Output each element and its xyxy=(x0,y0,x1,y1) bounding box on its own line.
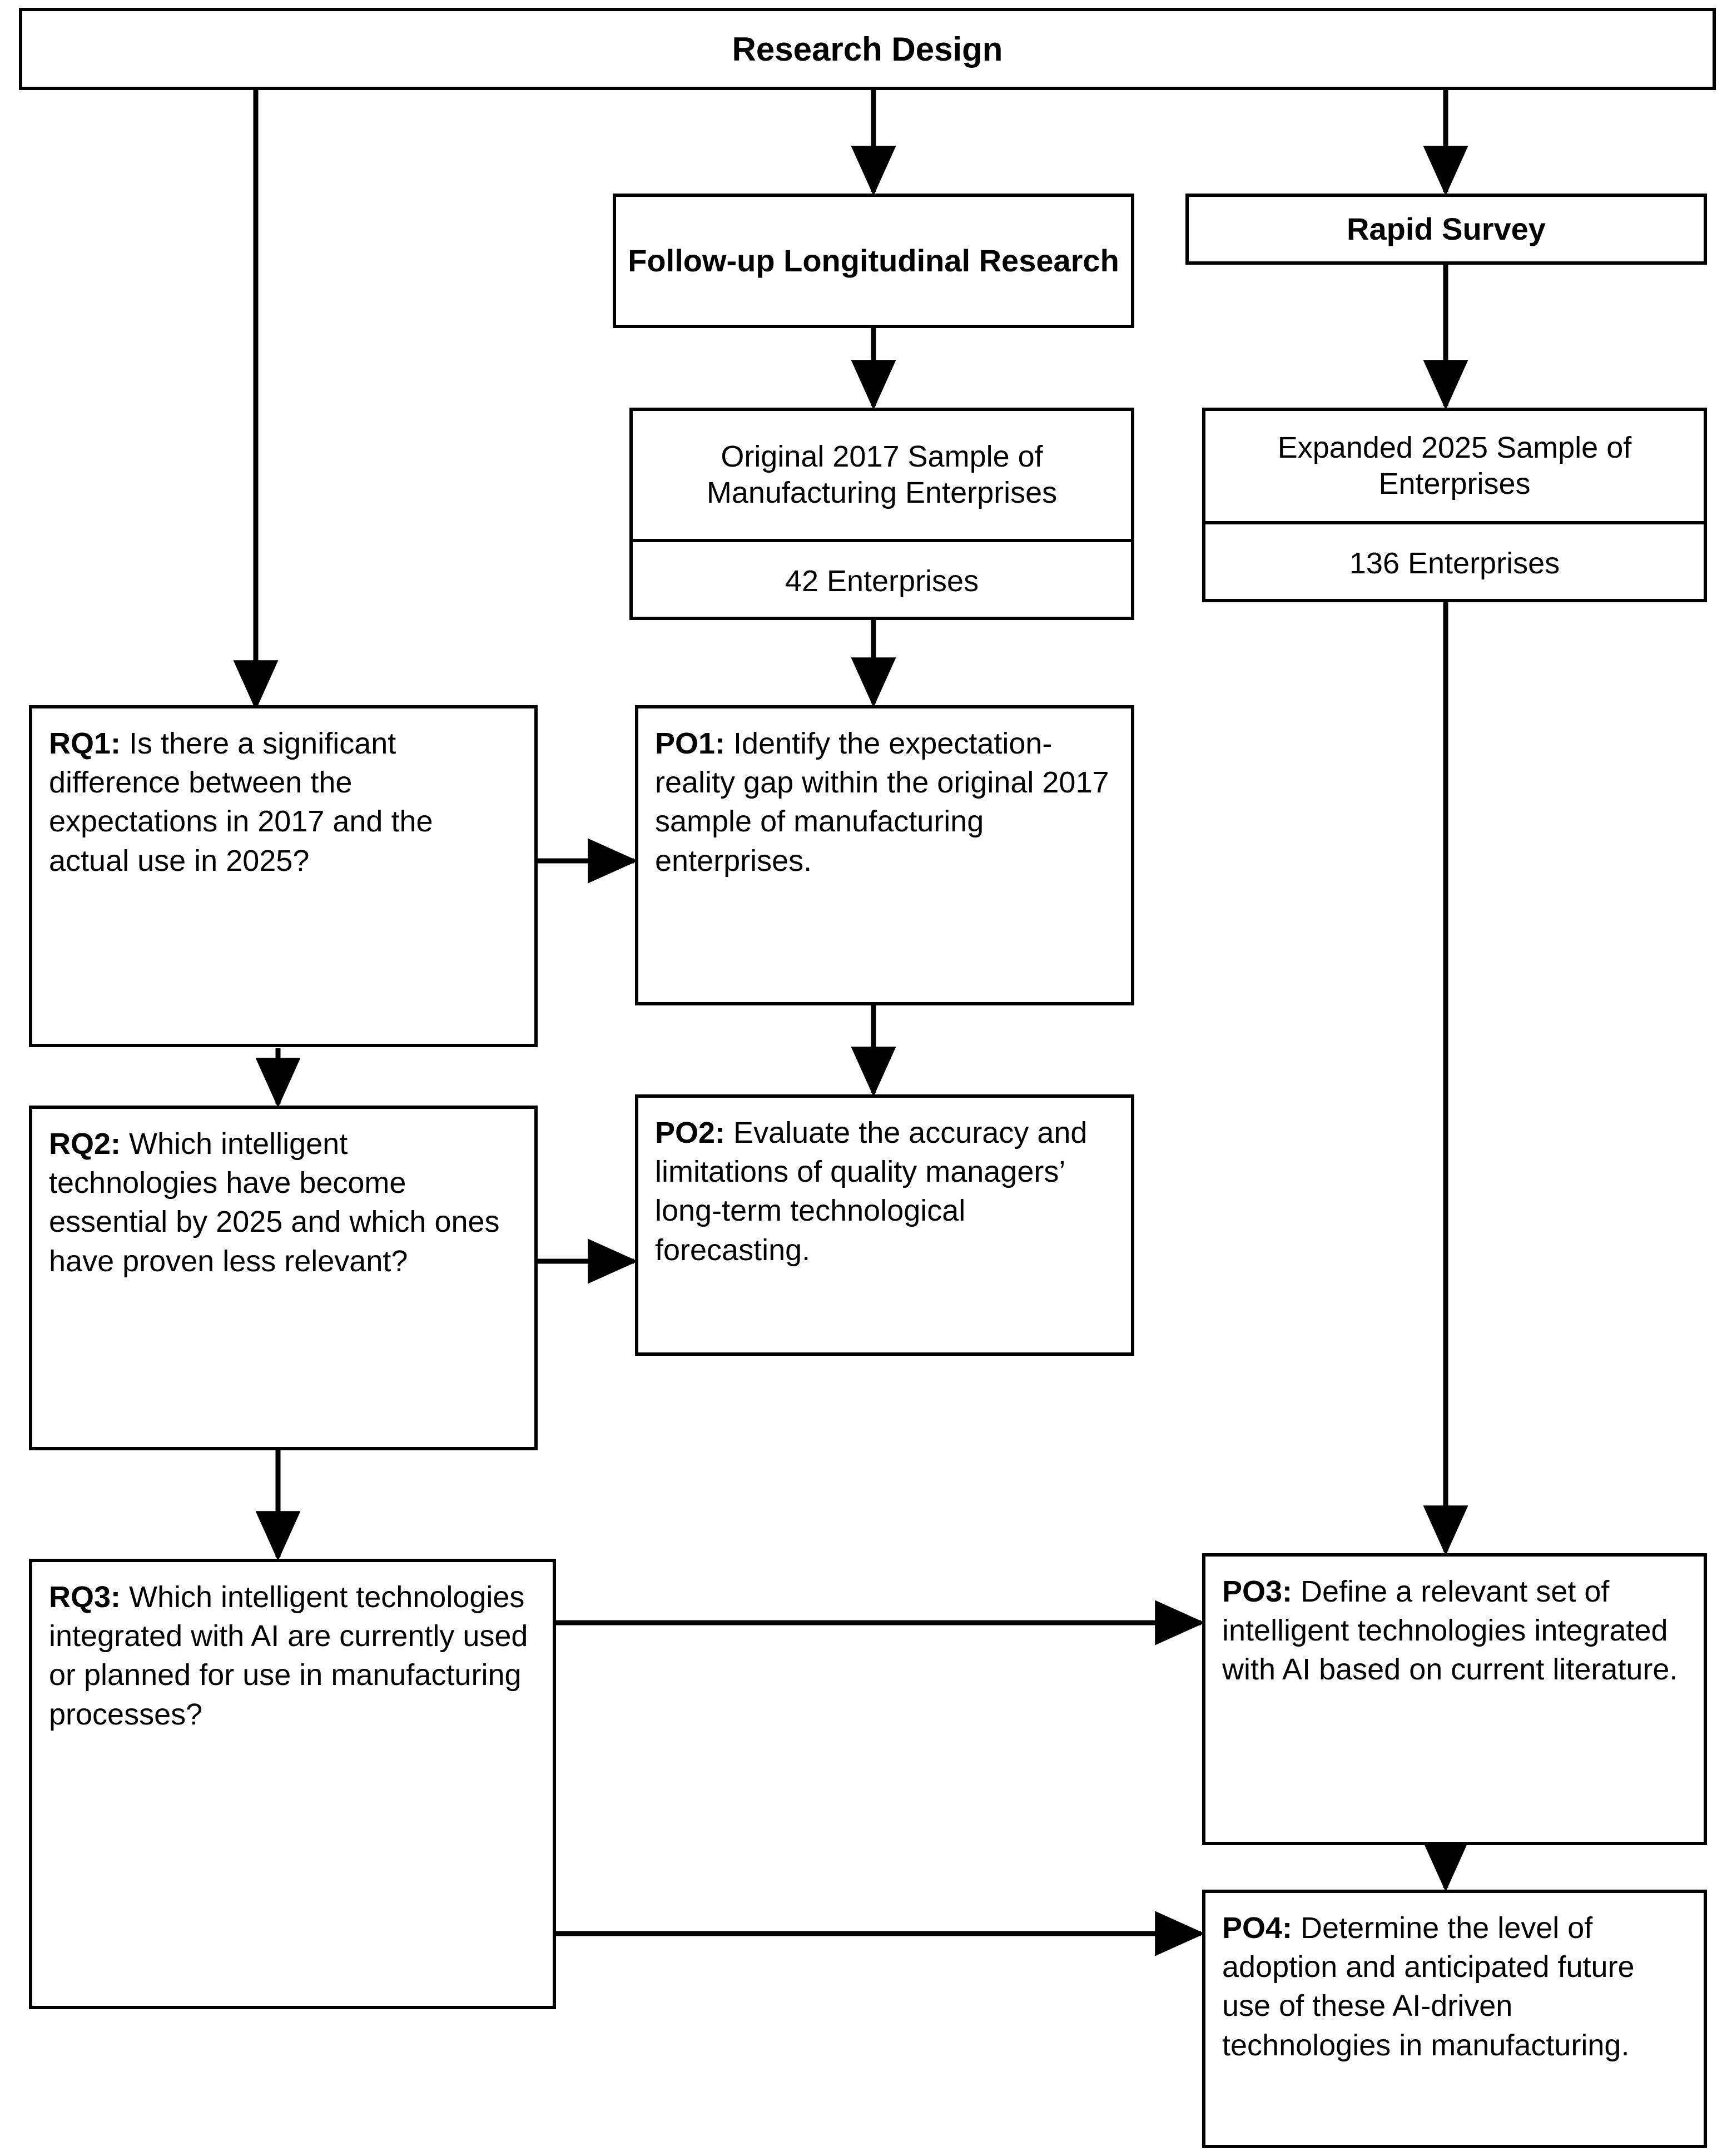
rq2-sentence: Which intelligent technologies have beco… xyxy=(49,1127,500,1278)
rq3-text: RQ3: Which intelligent technologies inte… xyxy=(49,1578,536,1734)
rq1-body: RQ1: Is there a significant difference b… xyxy=(32,708,534,880)
po2-text: PO2: Evaluate the accuracy and limitatio… xyxy=(655,1113,1114,1270)
node-original-2017-sample[interactable]: Original 2017 Sample of Manufacturing En… xyxy=(629,408,1134,620)
po4-sentence: Determine the level of adoption and anti… xyxy=(1222,1911,1635,2062)
rq3-tag: RQ3: xyxy=(49,1580,121,1614)
rapid-survey-label: Rapid Survey xyxy=(1347,211,1546,246)
rq2-body: RQ2: Which intelligent technologies have… xyxy=(32,1109,534,1281)
rq3-sentence: Which intelligent technologies integrate… xyxy=(49,1580,528,1731)
po3-text: PO3: Define a relevant set of intelligen… xyxy=(1222,1572,1687,1689)
rq3-body: RQ3: Which intelligent technologies inte… xyxy=(32,1562,553,1734)
node-rq1[interactable]: RQ1: Is there a significant difference b… xyxy=(29,705,538,1047)
po4-tag: PO4: xyxy=(1222,1911,1293,1945)
po3-body: PO3: Define a relevant set of intelligen… xyxy=(1205,1557,1704,1689)
po1-sentence: Identify the expectation-reality gap wit… xyxy=(655,727,1109,878)
node-rapid-survey[interactable]: Rapid Survey xyxy=(1185,194,1707,265)
node-expanded-2025-sample[interactable]: Expanded 2025 Sample of Enterprises 136 … xyxy=(1202,408,1707,602)
po2-sentence: Evaluate the accuracy and limitations of… xyxy=(655,1116,1088,1267)
po3-sentence: Define a relevant set of intelligent tec… xyxy=(1222,1575,1678,1687)
expanded-2025-sample-count: 136 Enterprises xyxy=(1349,547,1560,580)
node-rq3[interactable]: RQ3: Which intelligent technologies inte… xyxy=(29,1559,556,2009)
node-followup-longitudinal-research[interactable]: Follow-up Longitudinal Research xyxy=(613,194,1134,328)
node-po3[interactable]: PO3: Define a relevant set of intelligen… xyxy=(1202,1553,1707,1845)
followup-longitudinal-research-label: Follow-up Longitudinal Research xyxy=(628,242,1119,278)
rq1-sentence: Is there a significant difference betwee… xyxy=(49,727,433,878)
expanded-2025-sample-label: Expanded 2025 Sample of Enterprises xyxy=(1277,431,1632,500)
node-po1[interactable]: PO1: Identify the expectation-reality ga… xyxy=(635,705,1134,1005)
node-research-design[interactable]: Research Design xyxy=(19,8,1716,90)
node-po2[interactable]: PO2: Evaluate the accuracy and limitatio… xyxy=(635,1094,1134,1356)
po4-body: PO4: Determine the level of adoption and… xyxy=(1205,1893,1704,2065)
po2-tag: PO2: xyxy=(655,1116,726,1149)
node-rq2[interactable]: RQ2: Which intelligent technologies have… xyxy=(29,1106,538,1450)
expanded-2025-sample-count-cell: 136 Enterprises xyxy=(1205,524,1704,602)
po1-tag: PO1: xyxy=(655,727,726,760)
rq2-tag: RQ2: xyxy=(49,1127,121,1161)
original-2017-sample-count-cell: 42 Enterprises xyxy=(633,542,1131,620)
original-2017-sample-title-cell: Original 2017 Sample of Manufacturing En… xyxy=(633,411,1131,542)
po3-tag: PO3: xyxy=(1222,1575,1293,1608)
expanded-2025-sample-title-cell: Expanded 2025 Sample of Enterprises xyxy=(1205,411,1704,524)
research-design-label: Research Design xyxy=(732,30,1003,68)
original-2017-sample-label: Original 2017 Sample of Manufacturing En… xyxy=(706,440,1058,509)
rq2-text: RQ2: Which intelligent technologies have… xyxy=(49,1124,518,1281)
po2-body: PO2: Evaluate the accuracy and limitatio… xyxy=(638,1098,1131,1270)
po1-body: PO1: Identify the expectation-reality ga… xyxy=(638,708,1131,880)
rq1-tag: RQ1: xyxy=(49,727,121,760)
po1-text: PO1: Identify the expectation-reality ga… xyxy=(655,724,1114,880)
original-2017-sample-count: 42 Enterprises xyxy=(785,564,979,598)
node-po4[interactable]: PO4: Determine the level of adoption and… xyxy=(1202,1890,1707,2148)
rq1-text: RQ1: Is there a significant difference b… xyxy=(49,724,518,880)
po4-text: PO4: Determine the level of adoption and… xyxy=(1222,1909,1687,2065)
